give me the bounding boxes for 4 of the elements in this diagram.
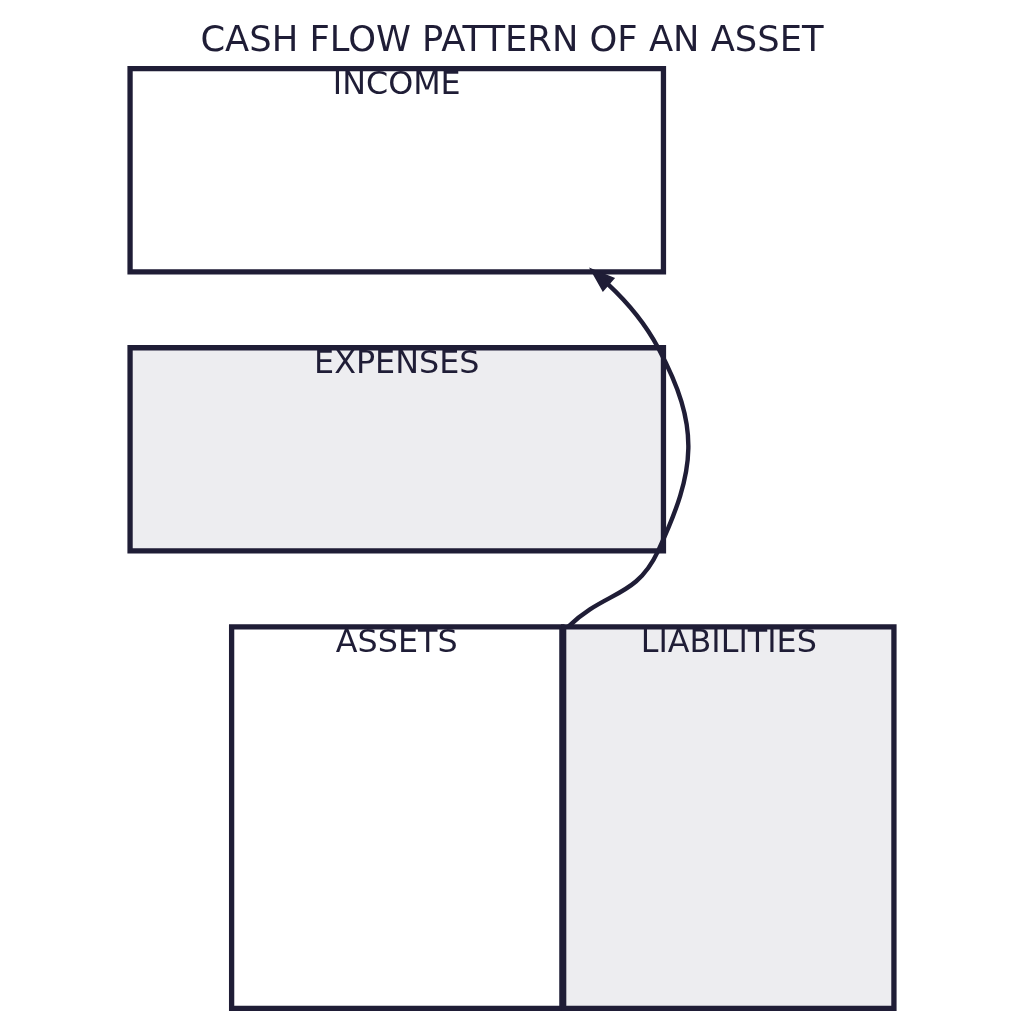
diagram-title: CASH FLOW PATTERN OF AN ASSET	[200, 18, 824, 60]
node-box: LIABILITIES	[561, 624, 897, 1011]
node-box: INCOME	[127, 66, 667, 275]
node-box: EXPENSES	[127, 345, 667, 554]
